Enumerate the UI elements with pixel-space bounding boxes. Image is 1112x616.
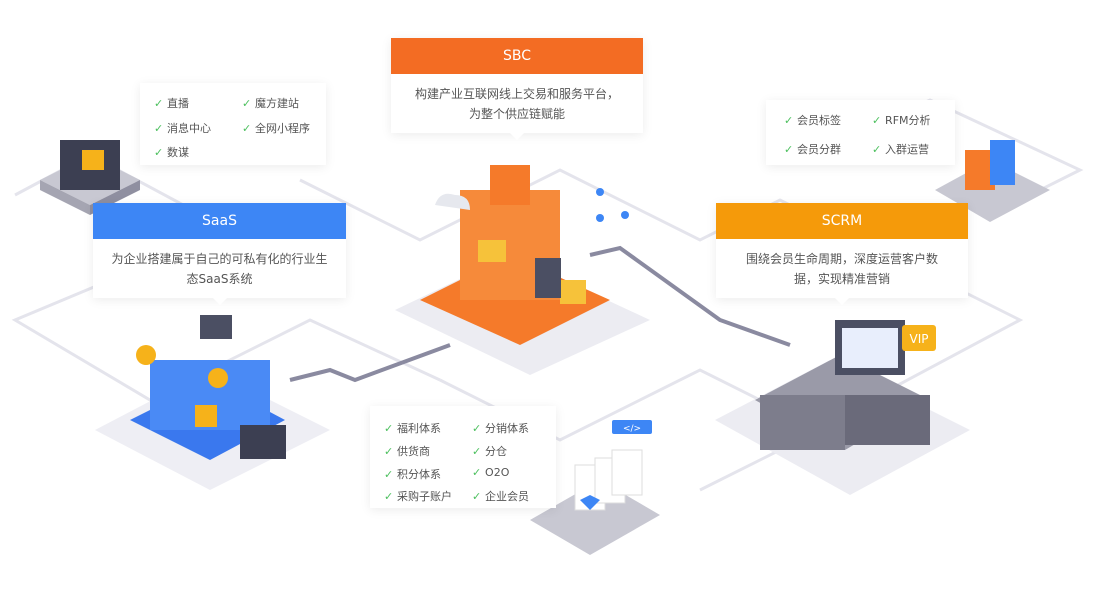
saas-description: 为企业搭建属于自己的可私有化的行业生态SaaS系统 xyxy=(111,252,328,286)
scrm-title: SCRM xyxy=(716,203,968,239)
connector-line xyxy=(589,245,791,347)
scrm-features-card: 会员标签 RFM分析 会员分群 入群运营 xyxy=(766,100,955,165)
feature-item: 会员分群 xyxy=(784,141,872,166)
feature-item: 全网小程序 xyxy=(242,120,330,141)
sbc-card: SBC 构建产业互联网线上交易和服务平台， 为整个供应链赋能 xyxy=(391,38,643,140)
scrm-card: SCRM 围绕会员生命周期，深度运营客户数据，实现精准营销 xyxy=(716,203,968,305)
feature-item: 魔方建站 xyxy=(242,95,330,116)
feature-item: 会员标签 xyxy=(784,112,872,137)
sbc-building-illustration xyxy=(395,165,650,375)
feature-item: RFM分析 xyxy=(872,112,960,137)
sbc-title: SBC xyxy=(391,38,643,74)
sbc-features-card: 福利体系 分销体系 供货商 分仓 积分体系 O2O 采购子账户 企业会员 xyxy=(370,406,556,508)
feature-item: 企业会员 xyxy=(472,488,560,508)
cube-stack-illustration xyxy=(40,140,140,215)
feature-item: O2O xyxy=(472,466,560,486)
feature-item: 供货商 xyxy=(384,443,472,463)
connector-line xyxy=(289,343,451,383)
saas-card: SaaS 为企业搭建属于自己的可私有化的行业生态SaaS系统 xyxy=(93,203,346,305)
saas-features-card: 直播 魔方建站 消息中心 全网小程序 数谋 xyxy=(140,83,326,165)
scrm-description: 围绕会员生命周期，深度运营客户数据，实现精准营销 xyxy=(745,252,938,286)
feature-item: 积分体系 xyxy=(384,466,472,486)
feature-item: 消息中心 xyxy=(154,120,242,141)
scrm-machine-illustration: VIP xyxy=(715,320,970,495)
code-badge: </> xyxy=(623,424,641,434)
feature-item: 福利体系 xyxy=(384,420,472,440)
sbc-description: 构建产业互联网线上交易和服务平台， 为整个供应链赋能 xyxy=(391,74,643,134)
documents-illustration: </> xyxy=(530,420,660,555)
saas-title: SaaS xyxy=(93,203,346,239)
feature-item: 分仓 xyxy=(472,443,560,463)
feature-item: 入群运营 xyxy=(872,141,960,166)
feature-item: 采购子账户 xyxy=(384,488,472,508)
feature-item: 分销体系 xyxy=(472,420,560,440)
feature-item: 直播 xyxy=(154,95,242,116)
vip-badge: VIP xyxy=(910,332,929,346)
feature-item: 数谋 xyxy=(154,144,242,165)
sbc-description-line: 为整个供应链赋能 xyxy=(468,107,565,121)
sbc-description-line: 构建产业互联网线上交易和服务平台， xyxy=(414,87,619,101)
saas-building-illustration xyxy=(95,315,330,490)
